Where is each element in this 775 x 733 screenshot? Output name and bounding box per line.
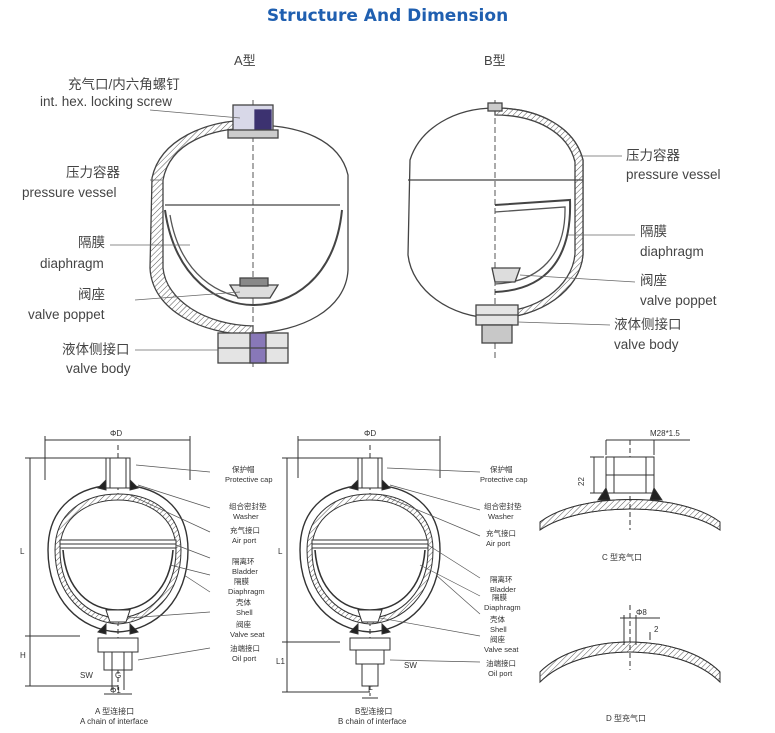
callout-a-shell-zh: 壳体 <box>236 598 251 607</box>
caption-b-en: B chain of interface <box>338 717 407 726</box>
callout-a-oil-zh: 油端接口 <box>230 644 260 653</box>
caption-b-zh: B型连接口 <box>355 707 393 716</box>
label-b-diaphragm-zh: 隔膜 <box>640 224 667 239</box>
label-b-vessel-zh: 压力容器 <box>626 148 680 163</box>
detail-c-height: 22 <box>577 477 586 486</box>
callout-a-diaphragm-zh: 隔膜 <box>234 577 249 586</box>
callout-a-air-en: Air port <box>232 536 257 545</box>
callout-a-air-zh: 充气接口 <box>230 526 260 535</box>
callout-b-cap-en: Protective cap <box>480 475 528 484</box>
page-title: Structure And Dimension <box>266 6 509 26</box>
detail-d-depth: 2 <box>654 625 659 634</box>
accumulator-b-drawing <box>407 100 636 358</box>
dim-b-l1: L1 <box>276 657 285 666</box>
callout-b-washer-zh: 组合密封垫 <box>484 502 522 511</box>
label-b-body-en: valve body <box>614 337 679 352</box>
callout-a-oil-en: Oil port <box>232 654 257 663</box>
callout-a-bladder-en: Bladder <box>232 567 258 576</box>
callout-a-seat-en: Valve seat <box>230 630 265 639</box>
callout-b-diaphragm-en: Diaphragm <box>484 603 521 612</box>
callout-b-oil-en: Oil port <box>488 669 513 678</box>
label-a-vessel-en: pressure vessel <box>22 185 117 200</box>
callout-b-cap-zh: 保护帽 <box>490 465 513 474</box>
label-b-vessel-en: pressure vessel <box>626 167 721 182</box>
dim-a-phid: ΦD <box>110 429 123 438</box>
type-a-heading: A型 <box>234 53 256 68</box>
dim-a-g: G <box>115 671 122 680</box>
callout-a-cap-zh: 保护帽 <box>232 465 255 474</box>
label-a-body-zh: 液体侧接口 <box>62 342 130 357</box>
dim-a-phi1: Φ1 <box>110 686 121 695</box>
dim-b-phid: ΦD <box>364 429 377 438</box>
label-a-screw-en: int. hex. locking screw <box>40 94 173 109</box>
label-b-diaphragm-en: diaphragm <box>640 244 704 259</box>
callout-a-seat-zh: 阀座 <box>236 620 251 629</box>
callout-a-washer-en: Washer <box>233 512 259 521</box>
label-a-poppet-zh: 阀座 <box>78 287 105 302</box>
callout-b-washer-en: Washer <box>488 512 514 521</box>
label-a-vessel-zh: 压力容器 <box>66 165 120 180</box>
callout-a-bladder-zh: 隔离环 <box>232 557 255 566</box>
detail-c-thread: M28*1.5 <box>650 429 680 438</box>
callout-b-air-en: Air port <box>486 539 511 548</box>
callout-b-seat-zh: 阀座 <box>490 635 505 644</box>
label-a-poppet-en: valve poppet <box>28 307 105 322</box>
dim-b-f: F <box>368 685 373 694</box>
callout-a-shell-en: Shell <box>236 608 253 617</box>
callout-b-bladder-zh: 隔离环 <box>490 575 513 584</box>
label-b-poppet-zh: 阀座 <box>640 273 667 288</box>
chain-a-drawing <box>25 436 211 695</box>
label-a-diaphragm-zh: 隔膜 <box>78 235 105 250</box>
callout-b-seat-en: Valve seat <box>484 645 519 654</box>
type-b-heading: B型 <box>484 53 506 68</box>
dim-b-sw: SW <box>404 661 417 670</box>
callout-b-air-zh: 充气接口 <box>486 529 516 538</box>
detail-c-caption: C 型充气口 <box>602 553 642 562</box>
dim-a-sw: SW <box>80 671 93 680</box>
label-b-body-zh: 液体侧接口 <box>614 317 682 332</box>
detail-d-dia: Φ8 <box>636 608 647 617</box>
chain-b-drawing <box>282 436 481 699</box>
label-b-poppet-en: valve poppet <box>640 293 717 308</box>
callout-b-oil-zh: 油端接口 <box>486 659 516 668</box>
detail-c-drawing <box>539 439 721 531</box>
label-a-diaphragm-en: diaphragm <box>40 256 104 271</box>
label-a-screw-zh: 充气口/内六角螺钉 <box>68 77 180 92</box>
callout-a-cap-en: Protective cap <box>225 475 273 484</box>
callout-a-diaphragm-en: Diaphragm <box>228 587 265 596</box>
caption-a-zh: A 型连接口 <box>95 707 135 716</box>
detail-d-drawing <box>539 605 721 684</box>
callout-b-diaphragm-zh: 隔膜 <box>492 593 507 602</box>
caption-a-en: A chain of interface <box>80 717 149 726</box>
accumulator-a-drawing <box>110 100 349 368</box>
dim-a-h: H <box>20 651 26 660</box>
callout-b-bladder-en: Bladder <box>490 585 516 594</box>
callout-a-washer-zh: 组合密封垫 <box>229 502 267 511</box>
detail-d-caption: D 型充气口 <box>606 714 646 723</box>
callout-b-shell-en: Shell <box>490 625 507 634</box>
dim-a-l: L <box>20 547 25 556</box>
label-a-body-en: valve body <box>66 361 131 376</box>
callout-b-shell-zh: 壳体 <box>490 615 505 624</box>
dim-b-l: L <box>278 547 283 556</box>
